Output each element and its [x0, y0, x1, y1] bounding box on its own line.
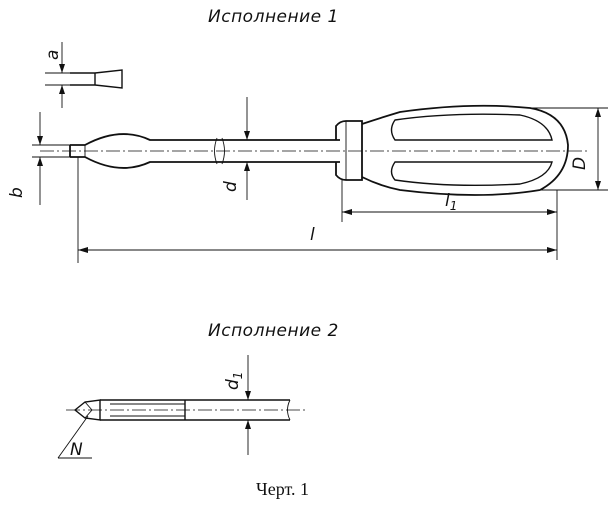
dim-l1-label: l1: [445, 191, 457, 213]
dim-d: d: [221, 97, 250, 200]
screwdriver-main-view: [40, 104, 590, 196]
dim-b: b: [7, 112, 70, 205]
dim-b-label: b: [7, 187, 27, 198]
variant2-title: Исполнение 2: [208, 321, 339, 341]
tip-detail-view: a: [43, 42, 123, 108]
dim-N-label: N: [70, 440, 83, 460]
figure-caption: Черт. 1: [256, 479, 309, 499]
dim-d1: d1: [223, 355, 251, 455]
dim-D: D: [530, 107, 608, 191]
dim-D-label: D: [570, 157, 590, 170]
variant1-title: Исполнение 1: [208, 7, 339, 27]
dim-l1: l1: [341, 180, 558, 260]
variant2-view: N: [57, 399, 305, 460]
dim-d-label: d: [221, 181, 241, 192]
dim-l-label: l: [310, 225, 315, 245]
dim-l: l: [77, 157, 557, 263]
dim-a-label: a: [43, 50, 63, 60]
dim-d1-label: d1: [223, 372, 245, 390]
